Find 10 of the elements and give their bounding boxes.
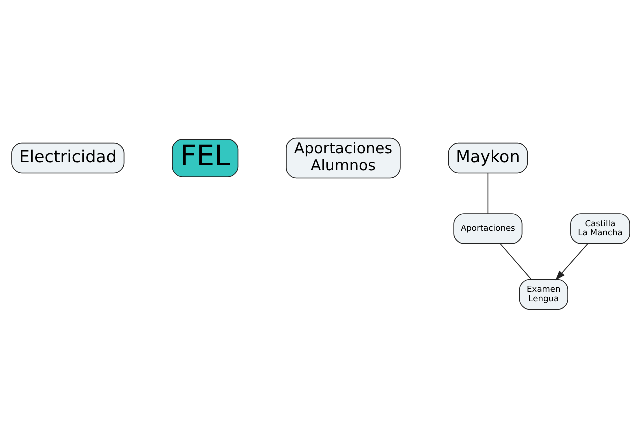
connector	[488, 172, 489, 214]
node-box: Aportaciones	[454, 213, 523, 244]
connector	[500, 243, 532, 280]
arrow	[556, 243, 588, 280]
node-box: Aportaciones Alumnos	[286, 137, 401, 178]
node-box: Examen Lengua	[519, 278, 568, 310]
node-box: FEL	[172, 138, 239, 177]
node-box: Electricidad	[12, 142, 125, 174]
node-box: Maykon	[448, 142, 528, 174]
node-box: Castilla La Mancha	[570, 213, 630, 244]
